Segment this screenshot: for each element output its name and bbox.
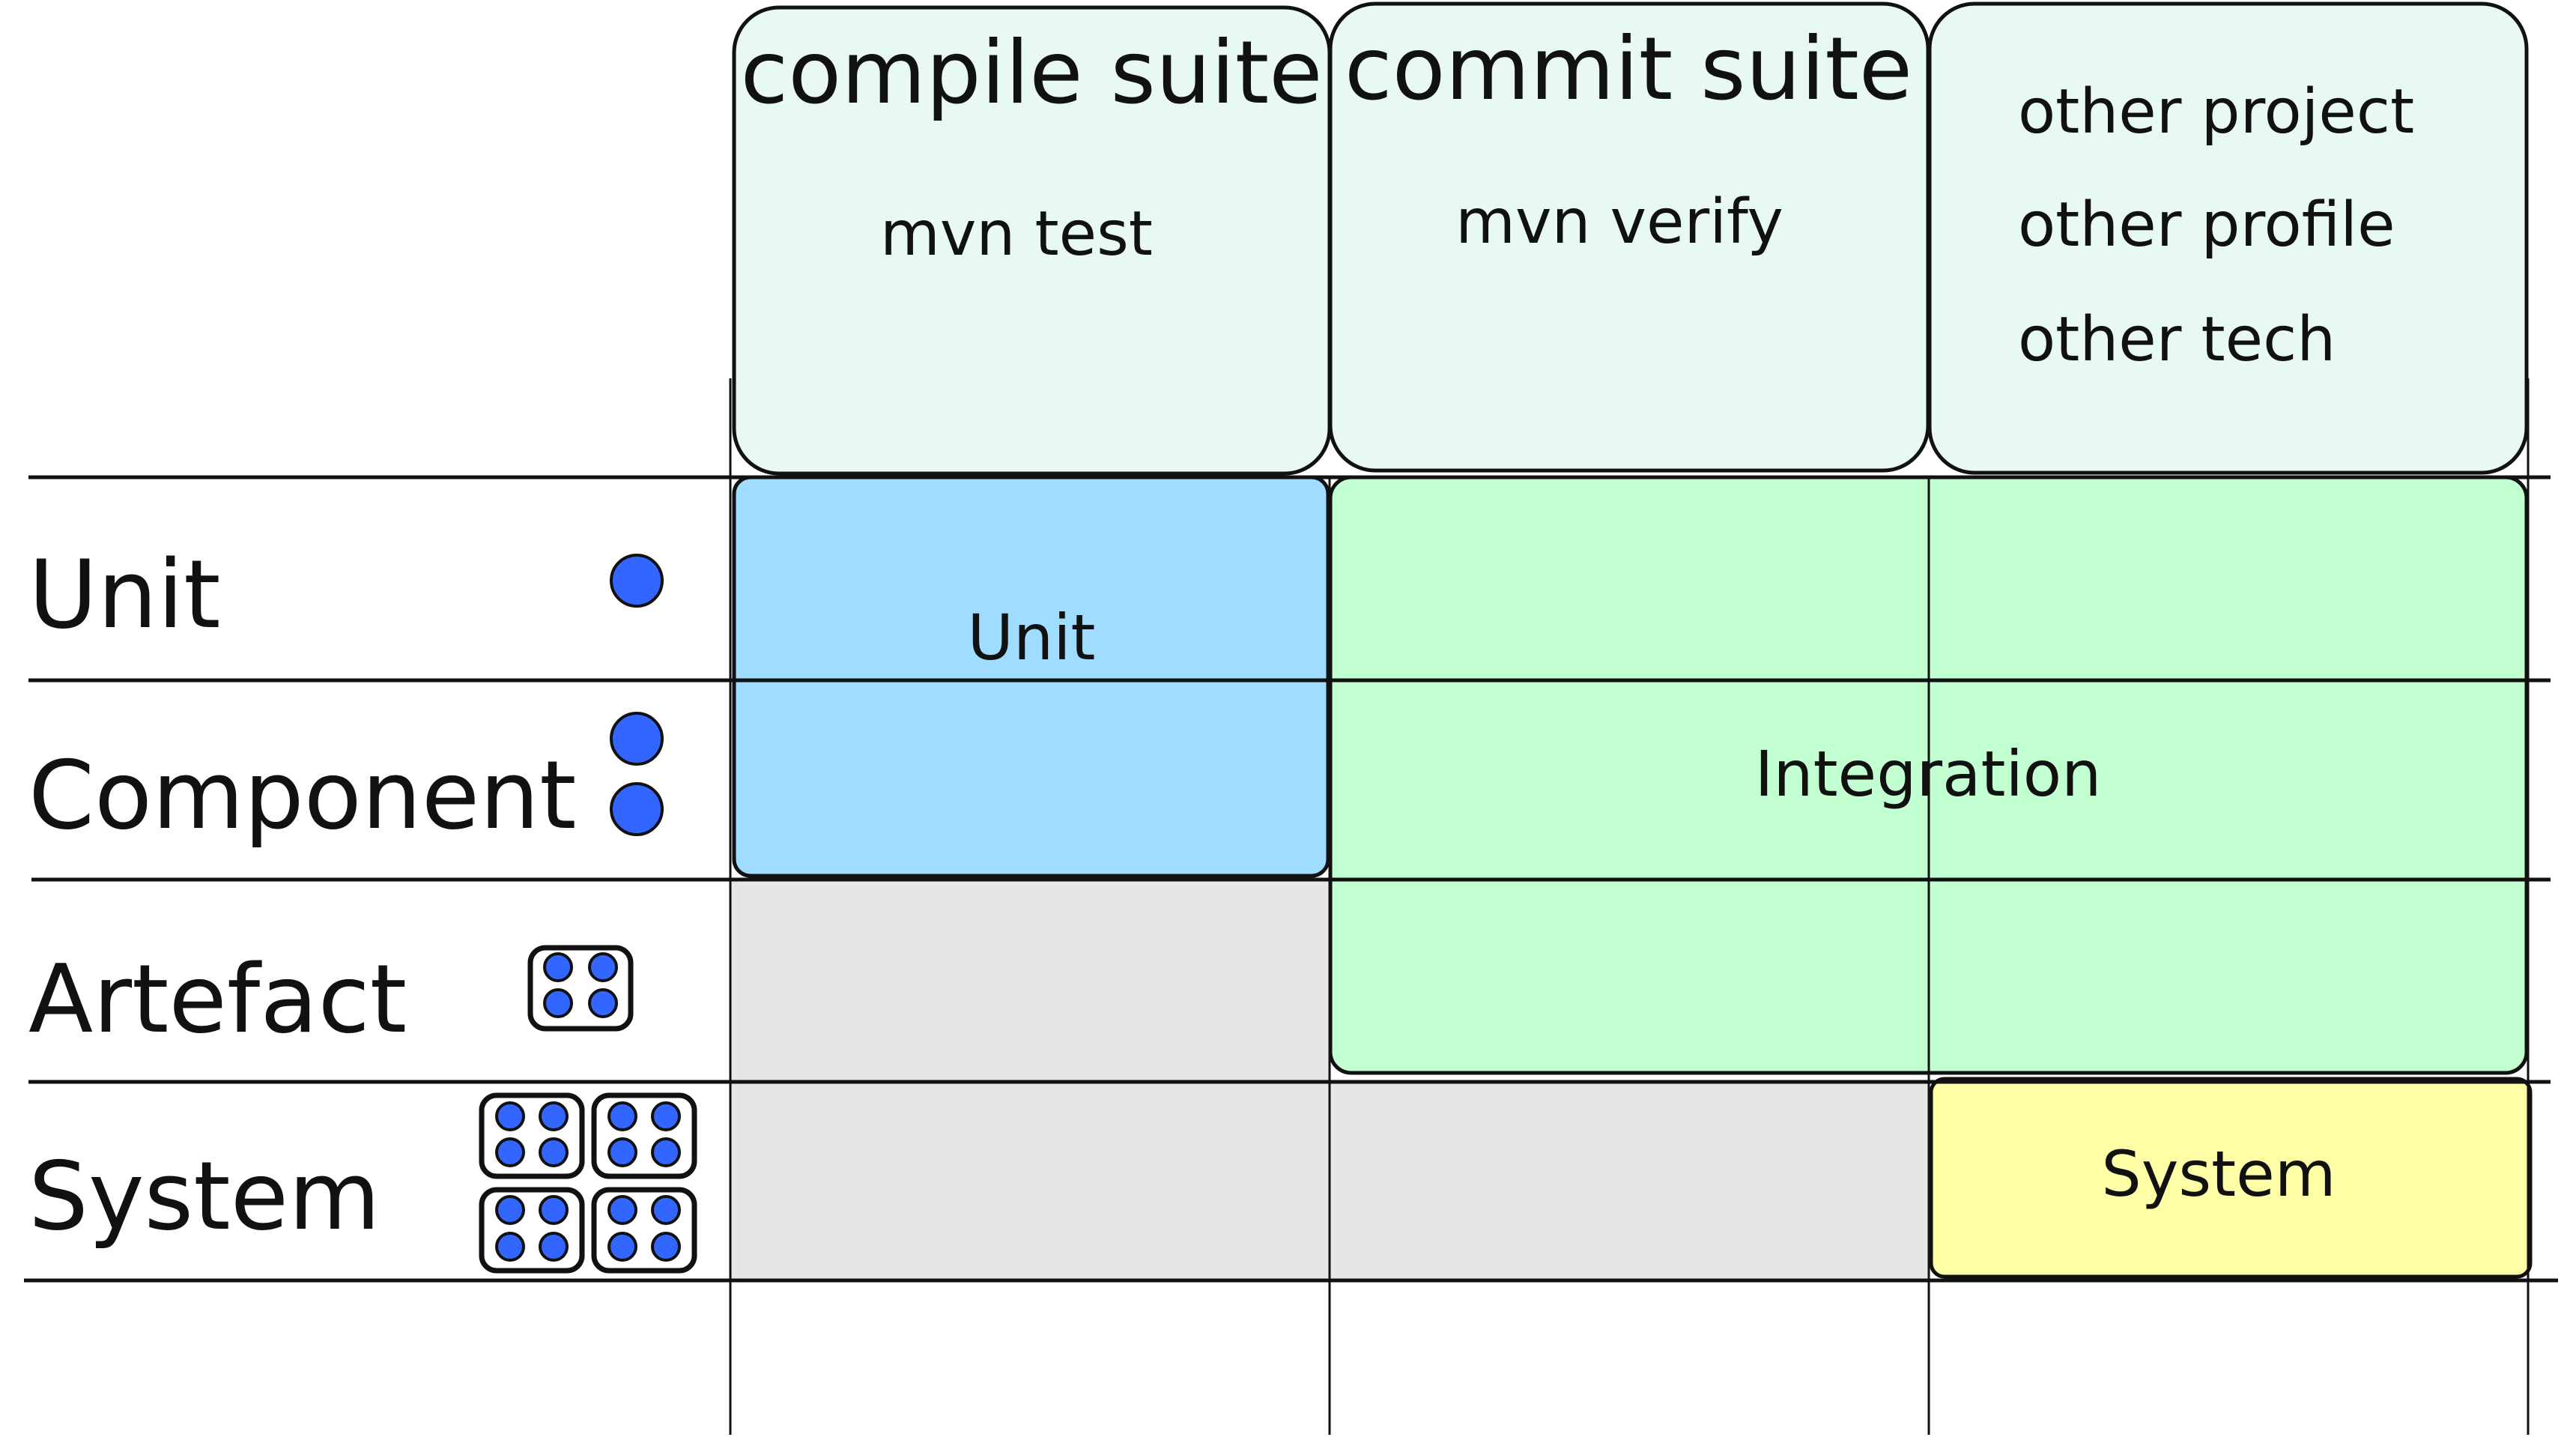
other-profile-label: other profile <box>2018 190 2395 261</box>
compile-suite-command: mvn test <box>880 199 1153 270</box>
unit-region-label: Unit <box>968 601 1096 674</box>
other-suite-header-box <box>1927 1 2529 475</box>
row-label-component: Component <box>28 740 577 850</box>
empty-cell-compile-system <box>730 1082 1330 1280</box>
empty-cells <box>730 880 1929 1280</box>
other-project-label: other project <box>2018 76 2414 148</box>
single-dot-icon <box>610 554 664 608</box>
two-dots-icon <box>610 712 664 836</box>
unit-region <box>732 475 1330 878</box>
empty-cell-compile-artefact <box>730 880 1330 1082</box>
system-region <box>1929 1077 2533 1279</box>
commit-suite-command: mvn verify <box>1455 187 1783 258</box>
grid-lines <box>24 378 2558 1435</box>
row-label-system: System <box>28 1141 381 1251</box>
other-tech-label: other tech <box>2018 304 2336 375</box>
row-labels: Unit Component Artefact System <box>28 539 577 1251</box>
column-headers: compile suite mvn test commit suite mvn … <box>732 1 2529 476</box>
four-dot-box-icon <box>527 945 634 1032</box>
compile-suite-title: compile suite <box>740 22 1322 124</box>
row-icons <box>479 554 697 1274</box>
row-label-artefact: Artefact <box>28 944 407 1054</box>
empty-cell-commit-system <box>1330 1082 1929 1280</box>
four-box-grid-icon <box>479 1092 697 1274</box>
commit-suite-title: commit suite <box>1345 19 1912 120</box>
row-label-unit: Unit <box>28 539 221 650</box>
system-region-label: System <box>2101 1137 2336 1211</box>
